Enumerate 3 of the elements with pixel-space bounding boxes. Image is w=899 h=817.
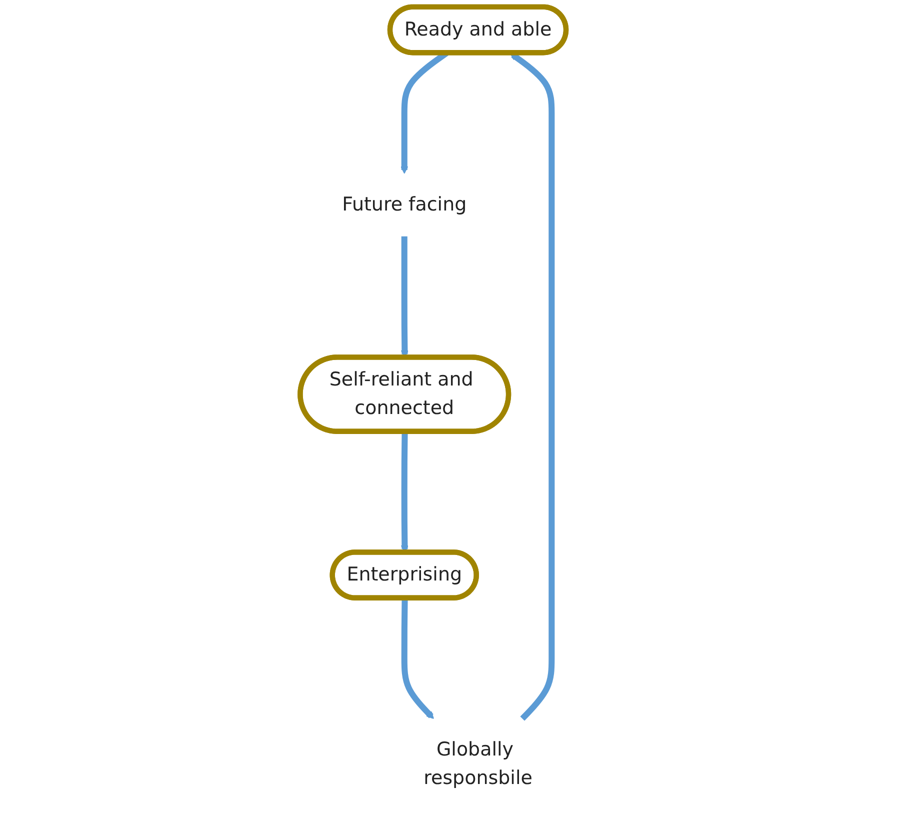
arrow (401, 598, 434, 719)
node-text: Globally responsbile (424, 739, 532, 790)
node-text: Future facing (342, 194, 467, 216)
